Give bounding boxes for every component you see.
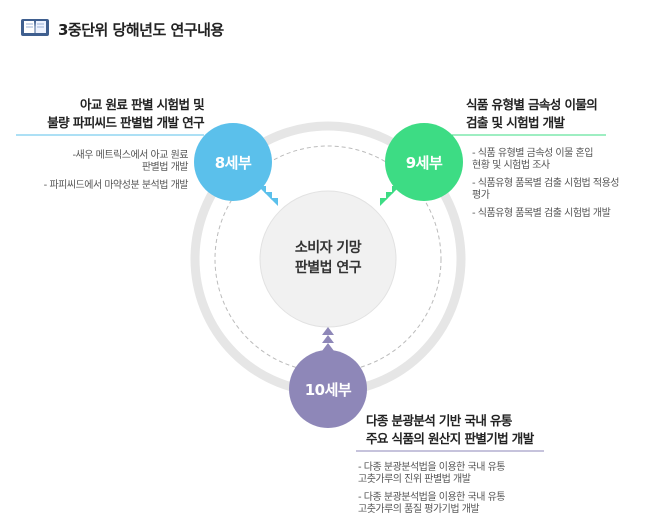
right-bullet-1: - 식품 유형별 금속성 이물 혼입 현황 및 시험법 조사	[472, 148, 593, 171]
node-10: 10세부	[289, 350, 367, 428]
center-label: 소비자 기망 판별법 연구	[260, 238, 396, 278]
node-9-circle	[385, 123, 463, 201]
left-title-line2: 불량 파피씨드 판별법 개발 연구	[47, 115, 204, 130]
right-bullet-2: - 식품유형 품목별 검출 시험법 적용성 평가	[472, 178, 620, 201]
bottom-bullet-1: - 다종 분광분석법을 이용한 국내 유통 고춧가루의 진위 판별법 개발	[358, 462, 506, 485]
page-header: 3중단위 당해년도 연구내용	[20, 14, 224, 44]
left-bullet-2: - 파피씨드에서 마약성분 분석법 개발	[43, 180, 189, 191]
page-title: 3중단위 당해년도 연구내용	[58, 20, 224, 39]
right-bullet-list: - 식품 유형별 금속성 이물 혼입 현황 및 시험법 조사 - 식품유형 품목…	[472, 148, 656, 226]
right-title-line1: 식품 유형별 금속성 이물의	[466, 97, 598, 112]
node-9: 9세부	[385, 123, 463, 201]
center-label-line2: 판별법 연구	[294, 260, 362, 276]
left-bullet-list: -새우 메트릭스에서 아교 원료 판별법 개발 - 파피씨드에서 마약성분 분석…	[6, 150, 189, 198]
left-title-line1: 아교 원료 판별 시험법 및	[79, 97, 205, 112]
node-10-circle	[289, 350, 367, 428]
node-10-label: 10세부	[304, 380, 352, 399]
node-8: 8세부	[194, 123, 272, 201]
left-section-title: 아교 원료 판별 시험법 및 불량 파피씨드 판별법 개발 연구	[16, 96, 204, 132]
bottom-section-title: 다종 분광분석 기반 국내 유통 주요 식품의 원산지 판별기법 개발	[366, 412, 556, 448]
center-label-line1: 소비자 기망	[294, 240, 362, 256]
arrow-left-icon	[258, 186, 278, 206]
arrow-right-icon	[380, 186, 400, 206]
bottom-title-line2: 주요 식품의 원산지 판별기법 개발	[366, 431, 534, 446]
right-title-line2: 검출 및 시험법 개발	[466, 115, 565, 130]
book-icon	[20, 16, 50, 42]
node-8-label: 8세부	[214, 153, 252, 172]
left-bullet-1: -새우 메트릭스에서 아교 원료 판별법 개발	[72, 150, 188, 173]
node-8-circle	[194, 123, 272, 201]
bottom-bullet-list: - 다종 분광분석법을 이용한 국내 유통 고춧가루의 진위 판별법 개발 - …	[358, 462, 578, 522]
bottom-bullet-2: - 다종 분광분석법을 이용한 국내 유통 고춧가루의 품질 평가기법 개발	[358, 492, 506, 515]
node-9-label: 9세부	[405, 153, 443, 172]
right-bullet-3: - 식품유형 품목별 검출 시험법 개발	[472, 208, 611, 219]
bottom-title-line1: 다종 분광분석 기반 국내 유통	[366, 413, 512, 428]
arrow-up-icon	[322, 327, 334, 351]
right-section-title: 식품 유형별 금속성 이물의 검출 및 시험법 개발	[466, 96, 646, 132]
